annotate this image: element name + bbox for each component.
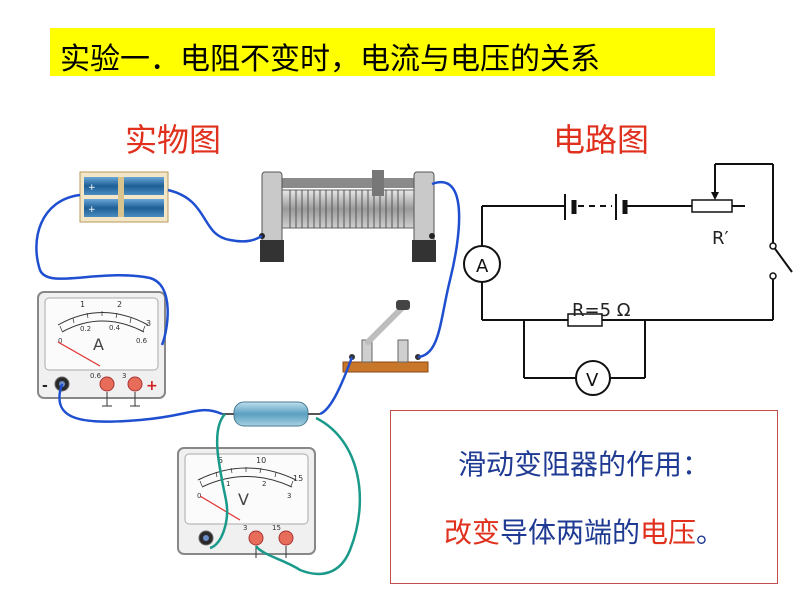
schematic-diagram-label: 电路图 xyxy=(553,121,650,159)
ammeter-terminal-plus: + xyxy=(146,378,158,394)
schematic-resistor-symbol xyxy=(567,313,603,327)
ammeter-terminal-minus: - xyxy=(42,378,48,394)
explanation-box: 滑动变阻器的作用： 改变导体两端的电压。 xyxy=(390,410,778,584)
schematic-switch-symbol xyxy=(769,242,777,280)
voltmeter-terminal-3: 3 xyxy=(243,524,247,532)
resistor-label: R=5 Ω xyxy=(572,300,631,321)
ammeter-scale-top-2: 2 xyxy=(117,300,122,309)
schematic-battery-symbol xyxy=(564,194,628,220)
fixed-resistor-device xyxy=(222,401,320,427)
svg-text:+: + xyxy=(88,183,96,193)
explanation-voltage: 电压 xyxy=(640,516,697,549)
ammeter-letter: A xyxy=(93,335,104,354)
svg-text:+: + xyxy=(88,205,96,215)
physical-diagram-label: 实物图 xyxy=(125,121,222,159)
ammeter-scale-bottom-2: 0.4 xyxy=(109,324,121,332)
voltmeter-scale-top-5: 5 xyxy=(218,456,223,465)
voltmeter-scale-top-10: 10 xyxy=(256,456,266,465)
voltmeter-scale-top-15: 15 xyxy=(293,474,303,483)
wires-teal xyxy=(209,413,362,576)
ammeter-scale-top-1: 1 xyxy=(80,300,85,309)
ammeter-scale-top-3: 3 xyxy=(146,319,151,328)
explanation-period: 。 xyxy=(696,516,725,549)
battery-pack: + + xyxy=(79,171,169,223)
ammeter-terminal-06: 0.6 xyxy=(90,372,102,380)
ammeter-scale-bottom-0: 0 xyxy=(58,337,62,345)
voltmeter-device: 5 10 15 0 1 2 3 V 3 15 xyxy=(177,447,316,558)
schematic-ammeter-symbol: A xyxy=(463,245,501,283)
schematic-ammeter-letter: A xyxy=(476,256,489,277)
voltmeter-scale-bottom-1: 1 xyxy=(226,480,230,488)
voltmeter-scale-bottom-3: 3 xyxy=(287,492,291,500)
explanation-change: 改变 xyxy=(443,516,500,549)
voltmeter-scale-bottom-0: 0 xyxy=(197,492,201,500)
explanation-conductor: 导体两端的 xyxy=(499,516,640,549)
ammeter-scale-bottom-3: 0.6 xyxy=(136,337,148,345)
ammeter-scale-bottom-1: 0.2 xyxy=(80,325,91,333)
page-title: 实验一．电阻不变时，电流与电压的关系 xyxy=(60,42,600,77)
schematic-voltmeter-letter: V xyxy=(586,370,599,391)
schematic-rheostat-symbol xyxy=(691,192,733,213)
rheostat-label: R′ xyxy=(712,228,729,249)
knife-switch-device xyxy=(342,300,429,373)
schematic-circuit xyxy=(481,163,793,379)
voltmeter-scale-bottom-2: 2 xyxy=(262,480,266,488)
ammeter-device: 1 2 3 0 0.2 0.4 0.6 A - 0.6 3 + xyxy=(37,291,166,407)
explanation-line-2: 改变导体两端的电压。 xyxy=(391,511,777,551)
voltmeter-letter: V xyxy=(238,490,249,509)
wires-blue xyxy=(35,180,461,423)
title-banner: 实验一．电阻不变时，电流与电压的关系 xyxy=(50,28,715,77)
ammeter-terminal-3: 3 xyxy=(122,372,126,380)
rheostat-device xyxy=(259,170,436,262)
schematic-voltmeter-symbol: V xyxy=(575,360,611,396)
voltmeter-terminal-15: 15 xyxy=(272,524,281,532)
explanation-line-1: 滑动变阻器的作用： xyxy=(457,448,710,481)
